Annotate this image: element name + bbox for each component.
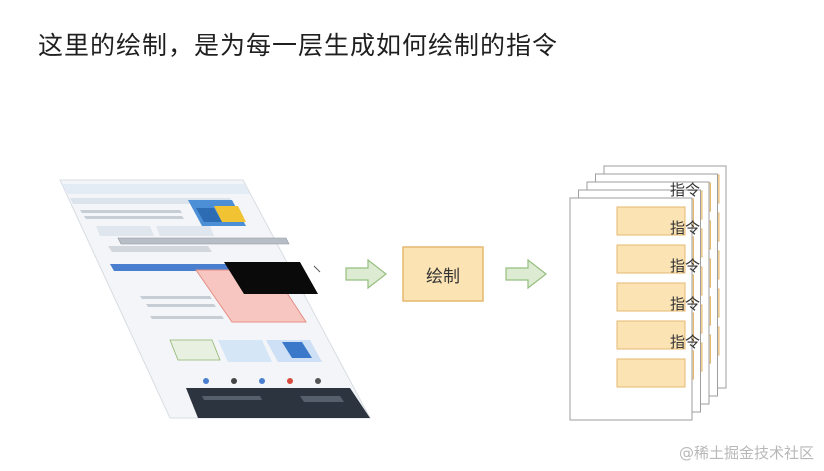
instruction-label: 指令 (669, 218, 700, 237)
instruction-cell (616, 206, 686, 236)
instruction-cell (616, 320, 686, 350)
arrow-to-instructions (505, 258, 547, 290)
instruction-cell (616, 358, 686, 388)
instruction-label: 指令 (669, 256, 700, 275)
page-title: 这里的绘制，是为每一层生成如何绘制的指令 (38, 31, 559, 60)
watermark: @稀土掘金技术社区 (678, 444, 814, 462)
arrow-to-paint (345, 258, 387, 290)
webpage-thumbnail (59, 179, 371, 419)
instruction-label: 指令 (669, 180, 700, 199)
instruction-cell (616, 244, 686, 274)
instruction-label: 指令 (669, 332, 700, 351)
instruction-card (569, 197, 693, 421)
instruction-label: 指令 (669, 294, 700, 313)
instruction-cell (616, 282, 686, 312)
paint-process-label: 绘制 (426, 266, 460, 287)
paint-process-box (402, 246, 484, 302)
